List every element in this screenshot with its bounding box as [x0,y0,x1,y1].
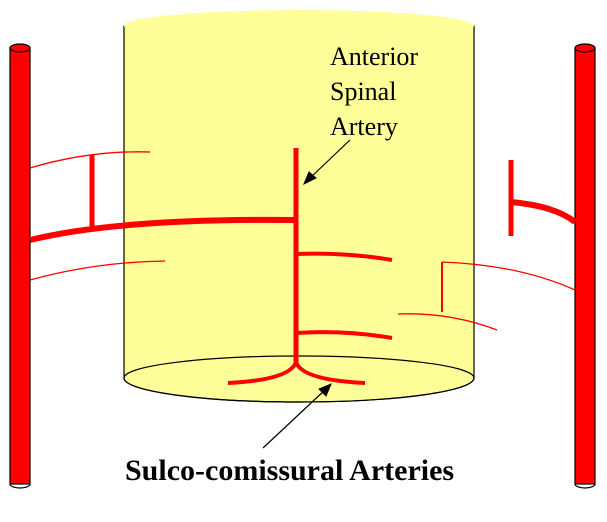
right-thick-branch [510,199,577,225]
cylinder-body [123,25,475,403]
right-thin-branch-upper [441,261,576,291]
cylinder-bottom-back [123,355,475,379]
sulco-arrow-line [262,388,327,449]
cylinder-bottom-front [123,377,475,403]
left-main-branch [29,216,296,243]
anterior-label-line3: Artery [330,112,398,141]
sulcal-fork-right [294,361,366,385]
right-branches [397,160,577,331]
anterior-arrow-line [309,139,351,179]
anterior-arrowhead [303,171,317,186]
sulcal-branch-2 [295,330,393,340]
left-vertebral-artery [9,43,31,489]
sulcal-branch-1 [295,251,393,262]
anterior-label-line1: Anterior [330,42,418,71]
sulcal-fork-left [227,361,298,385]
anterior-spinal-label: Anterior Spinal Artery [330,42,418,141]
spinal-cord-cylinder [123,10,475,403]
left-branches [29,151,296,281]
anterior-spinal-artery-group [227,148,393,385]
anterior-label-line2: Spinal [330,77,396,106]
cylinder-top [124,10,474,42]
right-vertebral-artery [574,43,596,489]
sulco-comissural-label: Sulco-comissural Arteries [125,454,454,487]
pointer-arrows [262,139,351,449]
sulco-arrowhead [318,383,332,397]
left-thin-branch-lower [29,260,166,281]
right-thin-branch-lower [397,313,498,331]
